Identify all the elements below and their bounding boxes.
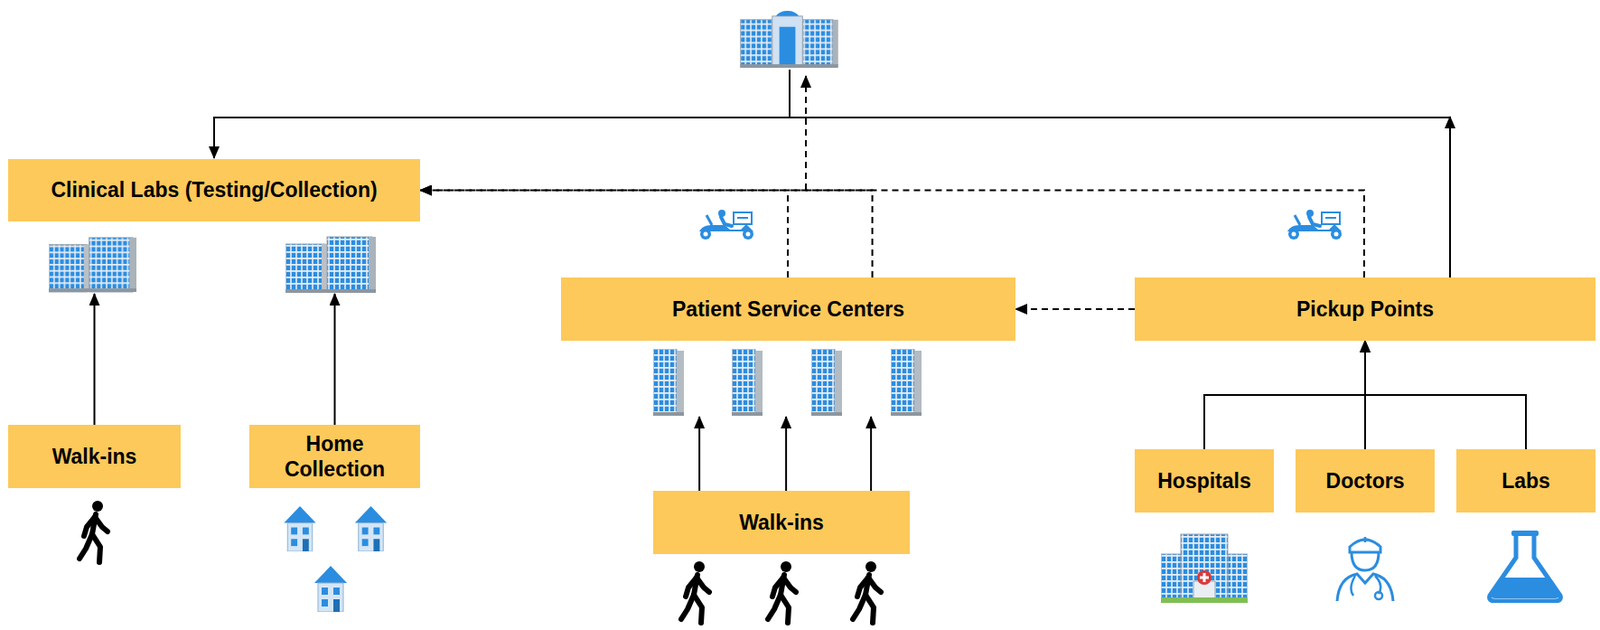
courier-dashed-line (786, 189, 789, 278)
box-label: Hospitals (1157, 467, 1252, 494)
box-label: Home Collection (267, 430, 403, 482)
connector-path (698, 416, 701, 491)
walker-icon (852, 561, 881, 623)
walkin-box: Walk-ins (653, 490, 910, 554)
courier-icon (1287, 209, 1342, 240)
box-label: Walk-ins (739, 509, 824, 535)
flask-icon (1489, 530, 1562, 601)
connector-path (870, 416, 872, 491)
courier-to-hq-line (804, 75, 807, 190)
service-center-icon (653, 348, 684, 416)
box-label: Labs (1501, 467, 1551, 494)
home-collection-box: Home Collection (249, 424, 421, 488)
flow-arrow (334, 293, 336, 425)
connector-path (93, 293, 96, 425)
box-label: Patient Service Centers (672, 296, 905, 322)
service-center-icon (811, 348, 843, 416)
headquarters-icon (739, 10, 838, 68)
courier-icon (699, 209, 754, 240)
courier-arrow (420, 190, 1365, 279)
courier-arrow (420, 190, 873, 279)
flow-arrow (1365, 340, 1526, 450)
walker-icon (681, 561, 710, 623)
service-center-icon (731, 348, 763, 416)
box-label: Doctors (1326, 467, 1405, 494)
walker-icon (767, 561, 796, 623)
lab-building-icon (285, 236, 376, 293)
flow-arrow (699, 416, 871, 491)
hq-to-lab-line (214, 69, 790, 159)
flow-arrow (1204, 340, 1366, 450)
courier-arrow (1015, 308, 1135, 310)
connector-path (334, 293, 337, 425)
lab-building-icon (48, 237, 137, 292)
connector-path (1204, 340, 1366, 450)
doctor-icon (1337, 536, 1394, 601)
house-icon (283, 505, 316, 552)
connector-path (1015, 308, 1135, 310)
connector-path (420, 190, 1365, 279)
service-center-box: Patient Service Centers (561, 277, 1016, 341)
house-icon (314, 565, 347, 612)
flow-arrow (93, 293, 95, 425)
pickup-box: Pickup Points (1134, 277, 1596, 341)
pickup-to-hq-line (1449, 116, 1451, 278)
lab-box: Clinical Labs (Testing/Collection) (8, 159, 421, 222)
hq-line (789, 116, 1451, 119)
box-label: Walk-ins (52, 443, 138, 469)
walker-icon (79, 500, 108, 562)
connector-path (1365, 340, 1526, 450)
house-icon (355, 505, 387, 552)
doctor-box: Doctors (1295, 449, 1435, 513)
box-label: Pickup Points (1296, 296, 1434, 322)
hospital-box: Hospitals (1134, 449, 1274, 513)
service-center-icon (890, 348, 922, 416)
connector-path (420, 190, 873, 279)
walkin-box: Walk-ins (8, 424, 181, 488)
hospital-icon (1160, 533, 1248, 603)
connector-path (785, 416, 787, 491)
box-label: Clinical Labs (Testing/Collection) (50, 177, 377, 203)
lab-source-box: Labs (1456, 449, 1596, 513)
